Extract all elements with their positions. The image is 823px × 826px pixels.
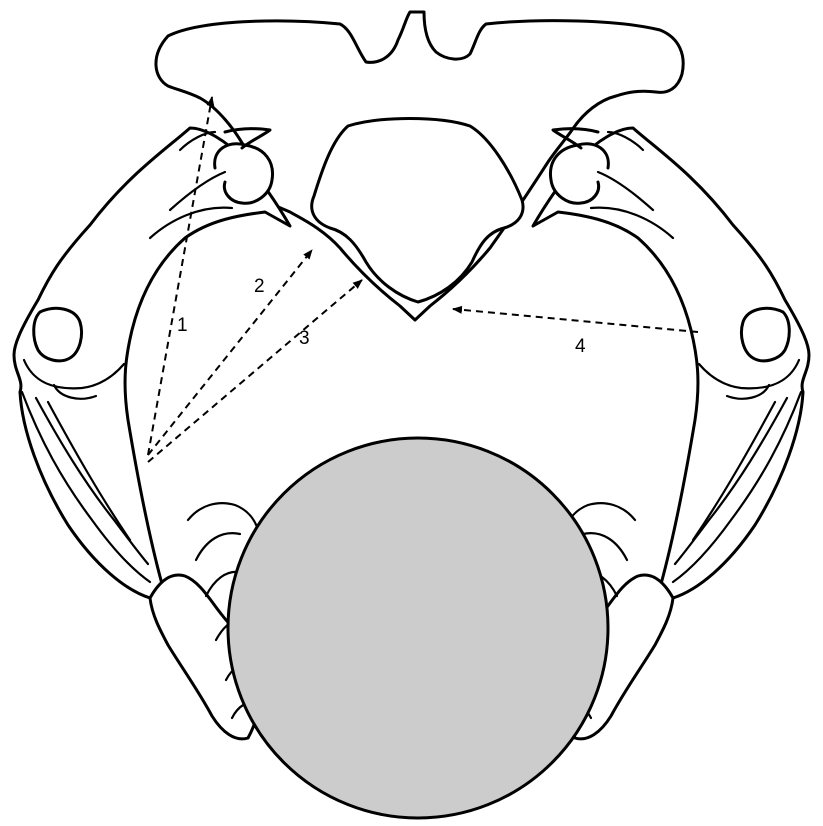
arrow-2 (148, 250, 312, 455)
fetal-head-circle (228, 438, 608, 818)
label-1: 1 (177, 315, 188, 336)
arrow-4 (453, 309, 698, 332)
sacral-opening-outline (312, 119, 523, 303)
label-4: 4 (575, 336, 586, 357)
arrow-3 (148, 280, 362, 462)
label-2: 2 (254, 276, 265, 297)
label-3: 3 (299, 328, 310, 349)
